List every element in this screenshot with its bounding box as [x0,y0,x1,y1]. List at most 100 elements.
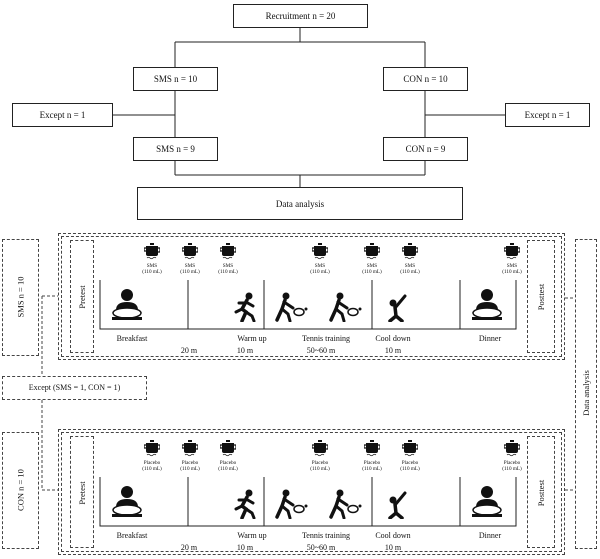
sms-activity-warmup: Warm up [237,334,267,343]
sms-drink-icon-6 [401,243,419,266]
con-drink-volume: (110 mL) [310,466,330,472]
sms-group-box: SMS n = 10 [133,67,218,91]
con-drink-volume: (110 mL) [362,466,382,472]
con-drink-name: Placebo [219,460,237,466]
sms-drink-label-4: SMS(110 mL) [304,263,336,275]
con-drink-volume: (110 mL) [400,466,420,472]
con-posttest-box [527,436,555,548]
sms-activity-tennis: Tennis training [301,334,351,343]
sms-duration-1: 20 m [180,346,198,355]
sms-group-label: SMS n = 10 [153,74,198,84]
con-drink-label-3: Placebo(110 mL) [212,460,244,472]
sms-final-box: SMS n = 9 [133,137,218,161]
con-duration-2: 10 m [236,543,254,552]
sms-drink-volume: (110 mL) [310,269,330,275]
sms-warmup-icon [232,292,258,327]
sms-drink-volume: (110 mL) [142,269,162,275]
sms-drink-label-2: SMS(110 mL) [174,263,206,275]
con-duration-3: 50~60 m [306,543,336,552]
con-drink-name: Placebo [503,460,521,466]
con-pretest-label: Pretest [77,481,87,505]
sms-drink-icon-4 [311,243,329,266]
con-cooldown-icon [382,489,408,524]
sms-tennis-2-icon [328,292,362,327]
sms-drink-name: SMS [366,263,378,269]
sms-duration-3: 50~60 m [306,346,336,355]
except-right-box: Except n = 1 [505,103,590,127]
sms-drink-label-7: SMS(110 mL) [496,263,528,275]
sms-drink-label-5: SMS(110 mL) [356,263,388,275]
sms-drink-label-1: SMS(110 mL) [136,263,168,275]
con-group-box: CON n = 10 [383,67,468,91]
con-drink-icon-1 [143,440,161,463]
sms-protocol-inner [61,236,562,357]
con-activity-warmup: Warm up [237,531,267,540]
con-breakfast-icon [110,485,144,524]
con-drink-name: Placebo [181,460,199,466]
con-duration-1: 20 m [180,543,198,552]
con-drink-label-6: Placebo(110 mL) [394,460,426,472]
except-protocol-box [2,376,147,400]
sms-drink-label-3: SMS(110 mL) [212,263,244,275]
con-dinner-icon [470,485,504,524]
except-left-label: Except n = 1 [39,110,86,120]
con-drink-name: Placebo [401,460,419,466]
con-drink-name: Placebo [311,460,329,466]
con-group-label: CON n = 10 [403,74,448,84]
data-analysis-vertical-box [575,239,597,549]
sms-side-box [2,239,39,356]
sms-posttest-box [527,240,555,353]
con-drink-name: Placebo [143,460,161,466]
sms-drink-name: SMS [184,263,196,269]
con-duration-4: 10 m [384,543,402,552]
con-drink-label-1: Placebo(110 mL) [136,460,168,472]
sms-protocol-panel [58,233,565,360]
sms-drink-volume: (110 mL) [218,269,238,275]
con-drink-name: Placebo [363,460,381,466]
con-side-box [2,432,39,549]
sms-tennis-icon [274,292,308,327]
sms-final-label: SMS n = 9 [156,144,195,154]
recruitment-box: Recruitment n = 20 [233,4,368,28]
con-tennis-icon [274,489,308,524]
except-protocol-label: Except (SMS = 1, CON = 1) [28,383,121,392]
con-pretest-box [70,436,94,548]
sms-drink-name: SMS [314,263,326,269]
sms-activity-breakfast: Breakfast [116,334,148,343]
con-activity-breakfast: Breakfast [116,531,148,540]
data-analysis-box: Data analysis [137,187,463,220]
sms-drink-name: SMS [222,263,234,269]
con-drink-volume: (110 mL) [218,466,238,472]
sms-duration-4: 10 m [384,346,402,355]
sms-dinner-icon [470,288,504,327]
except-right-label: Except n = 1 [524,110,571,120]
con-activity-dinner: Dinner [478,531,502,540]
except-left-box: Except n = 1 [12,103,113,127]
con-drink-volume: (110 mL) [180,466,200,472]
sms-pretest-box [70,240,94,353]
sms-activity-cooldown: Cool down [375,334,411,343]
con-tennis-2-icon [328,489,362,524]
con-side-label: CON n = 10 [15,469,26,511]
sms-drink-name: SMS [506,263,518,269]
recruitment-label: Recruitment n = 20 [265,11,336,21]
sms-drink-volume: (110 mL) [180,269,200,275]
data-analysis-vertical-label: Data analysis [581,370,591,416]
con-activity-tennis: Tennis training [301,531,351,540]
sms-drink-label-6: SMS(110 mL) [394,263,426,275]
sms-drink-volume: (110 mL) [502,269,522,275]
con-drink-label-2: Placebo(110 mL) [174,460,206,472]
con-drink-label-5: Placebo(110 mL) [356,460,388,472]
con-warmup-icon [232,489,258,524]
sms-drink-icon-2 [181,243,199,266]
sms-duration-2: 10 m [236,346,254,355]
con-final-box: CON n = 9 [383,137,468,161]
con-drink-icon-7 [503,440,521,463]
con-posttest-label: Posttest [536,479,546,507]
con-drink-icon-5 [363,440,381,463]
data-analysis-label: Data analysis [275,198,325,209]
sms-drink-name: SMS [146,263,158,269]
con-drink-label-4: Placebo(110 mL) [304,460,336,472]
sms-drink-name: SMS [404,263,416,269]
